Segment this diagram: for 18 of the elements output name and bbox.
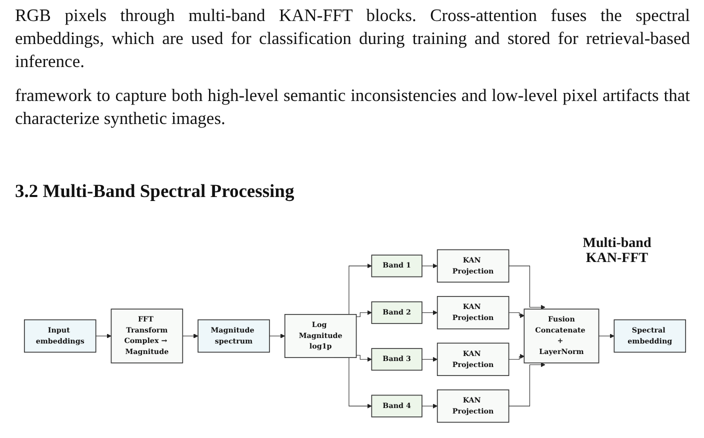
arrow — [598, 334, 614, 338]
arrow — [422, 404, 438, 408]
arrow — [508, 362, 546, 406]
arrow — [269, 334, 286, 338]
arrow — [508, 266, 546, 310]
paragraph-text: framework to capture both high-level semantic inconsistencies and low-level pixel artifacts that characterize synthetic images. — [15, 84, 690, 130]
arrow — [182, 334, 198, 338]
section-heading: 3.2 Multi-Band Spectral Processing — [15, 182, 294, 203]
diagram-title: Multi-band KAN-FFT — [582, 236, 652, 266]
arrow — [508, 312, 525, 318]
arrow — [356, 354, 372, 362]
arrow — [96, 334, 112, 338]
arrow — [356, 310, 372, 318]
arrow — [422, 264, 438, 268]
arrow — [422, 356, 438, 362]
arrow — [422, 310, 438, 316]
paragraph-text: RGB pixels through multi-band KAN-FFT blocks. Cross-attention fuses the spectral embeddings, which are used for classification during training and stored for retrieval-based inference. — [15, 4, 690, 73]
arrow — [508, 354, 525, 360]
